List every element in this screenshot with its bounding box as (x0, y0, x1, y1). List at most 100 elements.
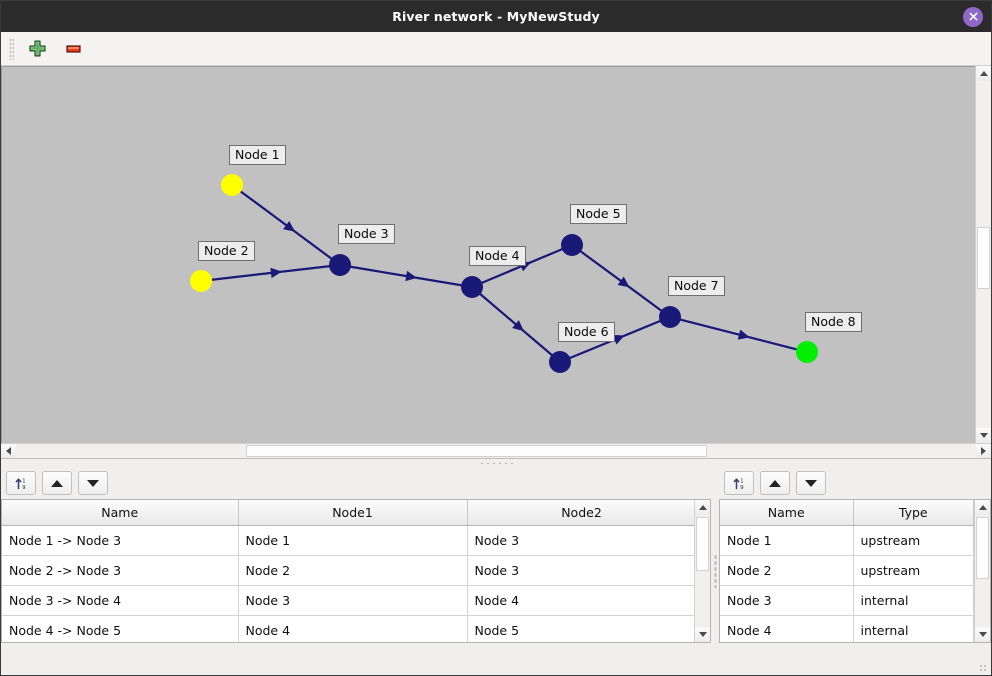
table-cell[interactable]: Node 1 -> Node 3 (2, 525, 239, 556)
reaches-vscroll-track[interactable] (695, 515, 710, 627)
table-cell[interactable]: Node 3 (720, 585, 854, 616)
nodes-vscroll-thumb[interactable] (976, 517, 989, 579)
nodes-move-down-icon[interactable] (796, 471, 826, 495)
table-cell[interactable]: Node 3 (467, 525, 694, 556)
graph-edge-arrow (405, 270, 418, 282)
table-cell[interactable]: Node 4 (720, 615, 854, 642)
graph-node-node-4[interactable] (461, 276, 483, 298)
graph-node-label-node-4[interactable]: Node 4 (469, 246, 526, 267)
graph-edge[interactable] (239, 190, 333, 260)
add-plus-icon[interactable] (24, 36, 50, 62)
window-title: River network - MyNewStudy (392, 9, 600, 24)
graph-vscroll-track[interactable] (976, 81, 991, 428)
table-cell[interactable]: Node 2 (720, 555, 854, 586)
table-cell[interactable]: Node 3 (238, 585, 468, 616)
graph-node-label-node-6[interactable]: Node 6 (558, 322, 615, 343)
graph-node-label-node-1[interactable]: Node 1 (229, 145, 286, 166)
graph-edge[interactable] (679, 318, 798, 351)
graph-node-node-3[interactable] (329, 254, 351, 276)
column-header-name[interactable]: Name (2, 500, 239, 526)
nodes-scroll-down-icon[interactable] (975, 627, 990, 642)
column-header-name[interactable]: Name (720, 500, 854, 526)
column-header-node2[interactable]: Node2 (467, 500, 694, 526)
table-cell[interactable]: Node 1 (238, 525, 468, 556)
nodes-toolbar: 1 9 (719, 467, 991, 499)
horizontal-splitter[interactable] (1, 458, 991, 467)
nodes-sort-icon[interactable]: 1 9 (724, 471, 754, 495)
graph-node-node-2[interactable] (190, 270, 212, 292)
table-cell[interactable]: Node 4 (238, 615, 468, 642)
graph-edge[interactable] (349, 265, 463, 287)
table-cell[interactable]: Node 2 -> Node 3 (2, 555, 239, 586)
graph-node-node-7[interactable] (659, 306, 681, 328)
table-cell[interactable]: Node 4 (467, 585, 694, 616)
graph-hscroll-track[interactable] (16, 444, 976, 458)
column-header-type[interactable]: Type (853, 500, 974, 526)
reaches-move-up-icon[interactable] (42, 471, 72, 495)
graph-node-node-1[interactable] (221, 174, 243, 196)
table-cell[interactable]: Node 4 -> Node 5 (2, 615, 239, 642)
reaches-sort-icon[interactable]: 1 9 (6, 471, 36, 495)
graph-node-label-node-5[interactable]: Node 5 (570, 204, 627, 225)
graph-node-node-6[interactable] (549, 351, 571, 373)
toolbar-drag-handle[interactable] (9, 37, 14, 60)
graph-hscroll-thumb[interactable] (246, 445, 708, 457)
reaches-scroll-up-icon[interactable] (695, 500, 710, 515)
nodes-scroll-up-icon[interactable] (975, 500, 990, 515)
table-cell[interactable]: Node 5 (467, 615, 694, 642)
nodes-vertical-scrollbar[interactable] (974, 500, 990, 642)
scroll-down-icon[interactable] (976, 428, 991, 443)
table-cell[interactable]: internal (853, 585, 974, 616)
table-cell[interactable]: upstream (853, 525, 974, 556)
graph-node-node-8[interactable] (796, 341, 818, 363)
nodes-move-up-icon[interactable] (760, 471, 790, 495)
graph-node-label-node-8[interactable]: Node 8 (805, 312, 862, 333)
graph-node-label-node-2[interactable]: Node 2 (198, 241, 255, 262)
remove-minus-icon[interactable] (60, 36, 86, 62)
table-cell[interactable]: Node 3 -> Node 4 (2, 585, 239, 616)
reaches-move-down-icon[interactable] (78, 471, 108, 495)
resize-grip-icon[interactable] (979, 664, 987, 672)
graph-node-node-5[interactable] (561, 234, 583, 256)
scroll-left-icon[interactable] (1, 444, 16, 458)
reaches-scroll-down-icon[interactable] (695, 627, 710, 642)
nodes-vscroll-track[interactable] (975, 515, 990, 627)
table-cell[interactable]: upstream (853, 555, 974, 586)
reaches-vertical-scrollbar[interactable] (694, 500, 710, 642)
column-header-node1[interactable]: Node1 (238, 500, 468, 526)
network-graph-canvas[interactable]: Node 1 Node 2 Node 3 Node 4 Node 5 Node 6 Node… (1, 66, 975, 443)
graph-node-label-node-7[interactable]: Node 7 (668, 276, 725, 297)
table-cell[interactable]: Node 3 (467, 555, 694, 586)
window-titlebar: River network - MyNewStudy (1, 1, 991, 32)
scroll-up-icon[interactable] (976, 66, 991, 81)
table-cell[interactable]: internal (853, 615, 974, 642)
graph-vscroll-thumb[interactable] (977, 226, 990, 290)
reaches-vscroll-thumb[interactable] (696, 517, 709, 571)
vertical-splitter[interactable] (711, 467, 719, 675)
graph-edge[interactable] (210, 265, 331, 281)
close-icon[interactable] (963, 6, 983, 27)
graph-node-label-node-3[interactable]: Node 3 (338, 224, 395, 245)
graph-horizontal-scrollbar[interactable] (1, 443, 991, 458)
graph-vertical-scrollbar[interactable] (975, 66, 991, 443)
scroll-right-icon[interactable] (976, 444, 991, 458)
table-cell[interactable]: Node 1 (720, 525, 854, 556)
table-cell[interactable]: Node 2 (238, 555, 468, 586)
